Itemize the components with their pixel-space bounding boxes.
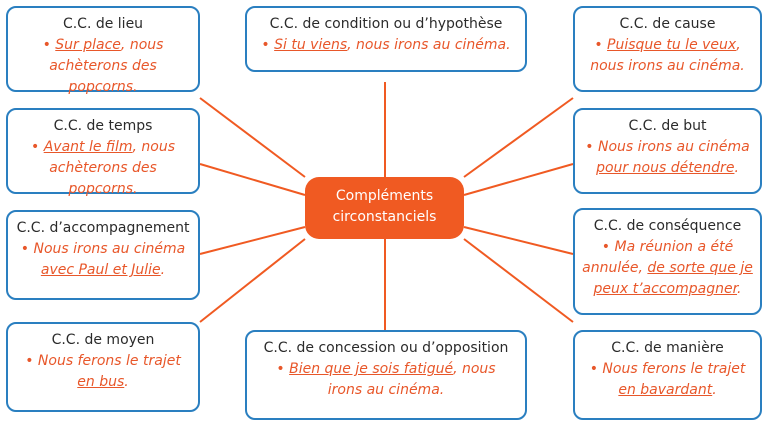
connector-maniere	[463, 238, 574, 323]
underlined-phrase: Avant le film	[43, 139, 133, 155]
box-consequence-title: C.C. de conséquence	[593, 218, 742, 234]
example-text: , nous	[132, 139, 175, 155]
bullet: •	[20, 241, 30, 257]
bullet: •	[589, 361, 598, 377]
box-cause-example-line2: nous irons au cinéma.	[590, 58, 745, 74]
central-node-line2: circonstanciels	[332, 209, 437, 225]
box-condition: C.C. de condition ou d’hypothèse • Si tu…	[245, 6, 527, 72]
bullet: •	[594, 37, 603, 53]
bullet: •	[585, 139, 594, 155]
box-temps-title: C.C. de temps	[53, 118, 153, 134]
box-accompagnement-example-line2: avec Paul et Julie.	[14, 260, 192, 281]
bullet: •	[601, 239, 611, 255]
connector-but	[463, 163, 574, 196]
underlined-phrase: peux t’accompagner	[593, 281, 738, 297]
example-text: Nous ferons le trajet	[602, 361, 746, 377]
bullet: •	[25, 353, 34, 369]
box-concession-title: C.C. de concession ou d’opposition	[263, 340, 509, 356]
box-but: C.C. de but • Nous irons au cinéma pour …	[573, 108, 762, 194]
box-temps: C.C. de temps • Avant le film, nous achè…	[6, 108, 200, 197]
box-maniere-example-line2: en bavardant.	[581, 380, 754, 401]
connector-lieu	[199, 97, 306, 178]
connector-consequence	[463, 226, 574, 255]
box-consequence-example-line3: peux t’accompagner.	[581, 279, 754, 300]
box-moyen-example-line1: • Nous ferons le trajet	[14, 351, 192, 372]
underlined-phrase: Sur place	[55, 37, 121, 53]
example-text: .	[737, 281, 742, 297]
box-but-example-line1: • Nous irons au cinéma	[581, 137, 754, 158]
example-text: .	[734, 160, 739, 176]
box-moyen: C.C. de moyen • Nous ferons le trajet en…	[6, 322, 200, 412]
central-node: Compléments circonstanciels	[305, 177, 464, 239]
box-cause-example-line1: • Puisque tu le veux,	[581, 35, 754, 56]
box-but-example-line2: pour nous détendre.	[581, 158, 754, 179]
box-consequence-example-line1: • Ma réunion a été	[581, 237, 754, 258]
box-accompagnement-title: C.C. d’accompagnement	[16, 220, 190, 236]
example-text: ,	[736, 37, 741, 53]
box-but-title: C.C. de but	[628, 118, 707, 134]
example-text: Nous ferons le trajet	[37, 353, 181, 369]
box-maniere: C.C. de manière • Nous ferons le trajet …	[573, 330, 762, 420]
underlined-phrase: de sorte que je	[647, 260, 753, 276]
bullet: •	[261, 37, 270, 53]
underlined-phrase: Bien que je sois fatigué	[289, 361, 454, 377]
box-concession-example-line2: irons au cinéma.	[327, 382, 445, 398]
connector-temps	[199, 163, 306, 196]
bullet: •	[30, 139, 40, 155]
box-consequence: C.C. de conséquence • Ma réunion a été a…	[573, 208, 762, 315]
example-text: , nous irons au cinéma.	[347, 37, 511, 53]
box-accompagnement: C.C. d’accompagnement • Nous irons au ci…	[6, 210, 200, 300]
example-text: , nous	[453, 361, 496, 377]
box-moyen-example-line2: en bus.	[14, 372, 192, 393]
box-moyen-title: C.C. de moyen	[51, 332, 155, 348]
box-consequence-example-line2: annulée, de sorte que je	[581, 258, 754, 279]
example-text: .	[712, 382, 717, 398]
box-temps-example-line1: • Avant le film, nous	[14, 137, 192, 158]
box-temps-example-line2: achèterons des popcorns.	[49, 160, 157, 197]
underlined-phrase: en bavardant	[618, 382, 713, 398]
example-text: Nous irons au cinéma	[33, 241, 186, 257]
box-concession-example-line1: • Bien que je sois fatigué, nous	[253, 359, 519, 380]
box-maniere-example-line1: • Nous ferons le trajet	[581, 359, 754, 380]
underlined-phrase: pour nous détendre	[596, 160, 735, 176]
central-node-line1: Compléments	[335, 188, 434, 204]
underlined-phrase: en bus	[77, 374, 125, 390]
example-text: .	[160, 262, 166, 278]
box-cause-title: C.C. de cause	[619, 16, 716, 32]
bullet: •	[276, 361, 285, 377]
example-text: , nous	[120, 37, 164, 53]
connector-moyen	[199, 238, 306, 323]
example-text: Nous irons au cinéma	[598, 139, 750, 155]
box-condition-example-line1: • Si tu viens, nous irons au cinéma.	[253, 35, 519, 56]
example-text: .	[124, 374, 129, 390]
box-lieu-title: C.C. de lieu	[62, 16, 144, 32]
underlined-phrase: Si tu viens	[274, 37, 348, 53]
connector-accompagnement	[199, 226, 306, 255]
box-concession: C.C. de concession ou d’opposition • Bie…	[245, 330, 527, 420]
example-text: annulée,	[582, 260, 648, 276]
box-lieu: C.C. de lieu • Sur place, nous achèteron…	[6, 6, 200, 95]
box-condition-title: C.C. de condition ou d’hypothèse	[269, 16, 503, 32]
box-accompagnement-example-line1: • Nous irons au cinéma	[14, 239, 192, 260]
underlined-phrase: avec Paul et Julie	[40, 262, 161, 278]
box-maniere-title: C.C. de manière	[611, 340, 724, 356]
underlined-phrase: Puisque tu le veux	[607, 37, 737, 53]
box-lieu-example-line1: • Sur place, nous	[14, 35, 192, 56]
connector-cause	[463, 97, 574, 178]
box-lieu-example-line2: achèterons des popcorns.	[49, 58, 157, 95]
example-text: Ma réunion a été	[614, 239, 734, 255]
box-cause: C.C. de cause • Puisque tu le veux, nous…	[573, 6, 762, 92]
bullet: •	[42, 37, 51, 53]
